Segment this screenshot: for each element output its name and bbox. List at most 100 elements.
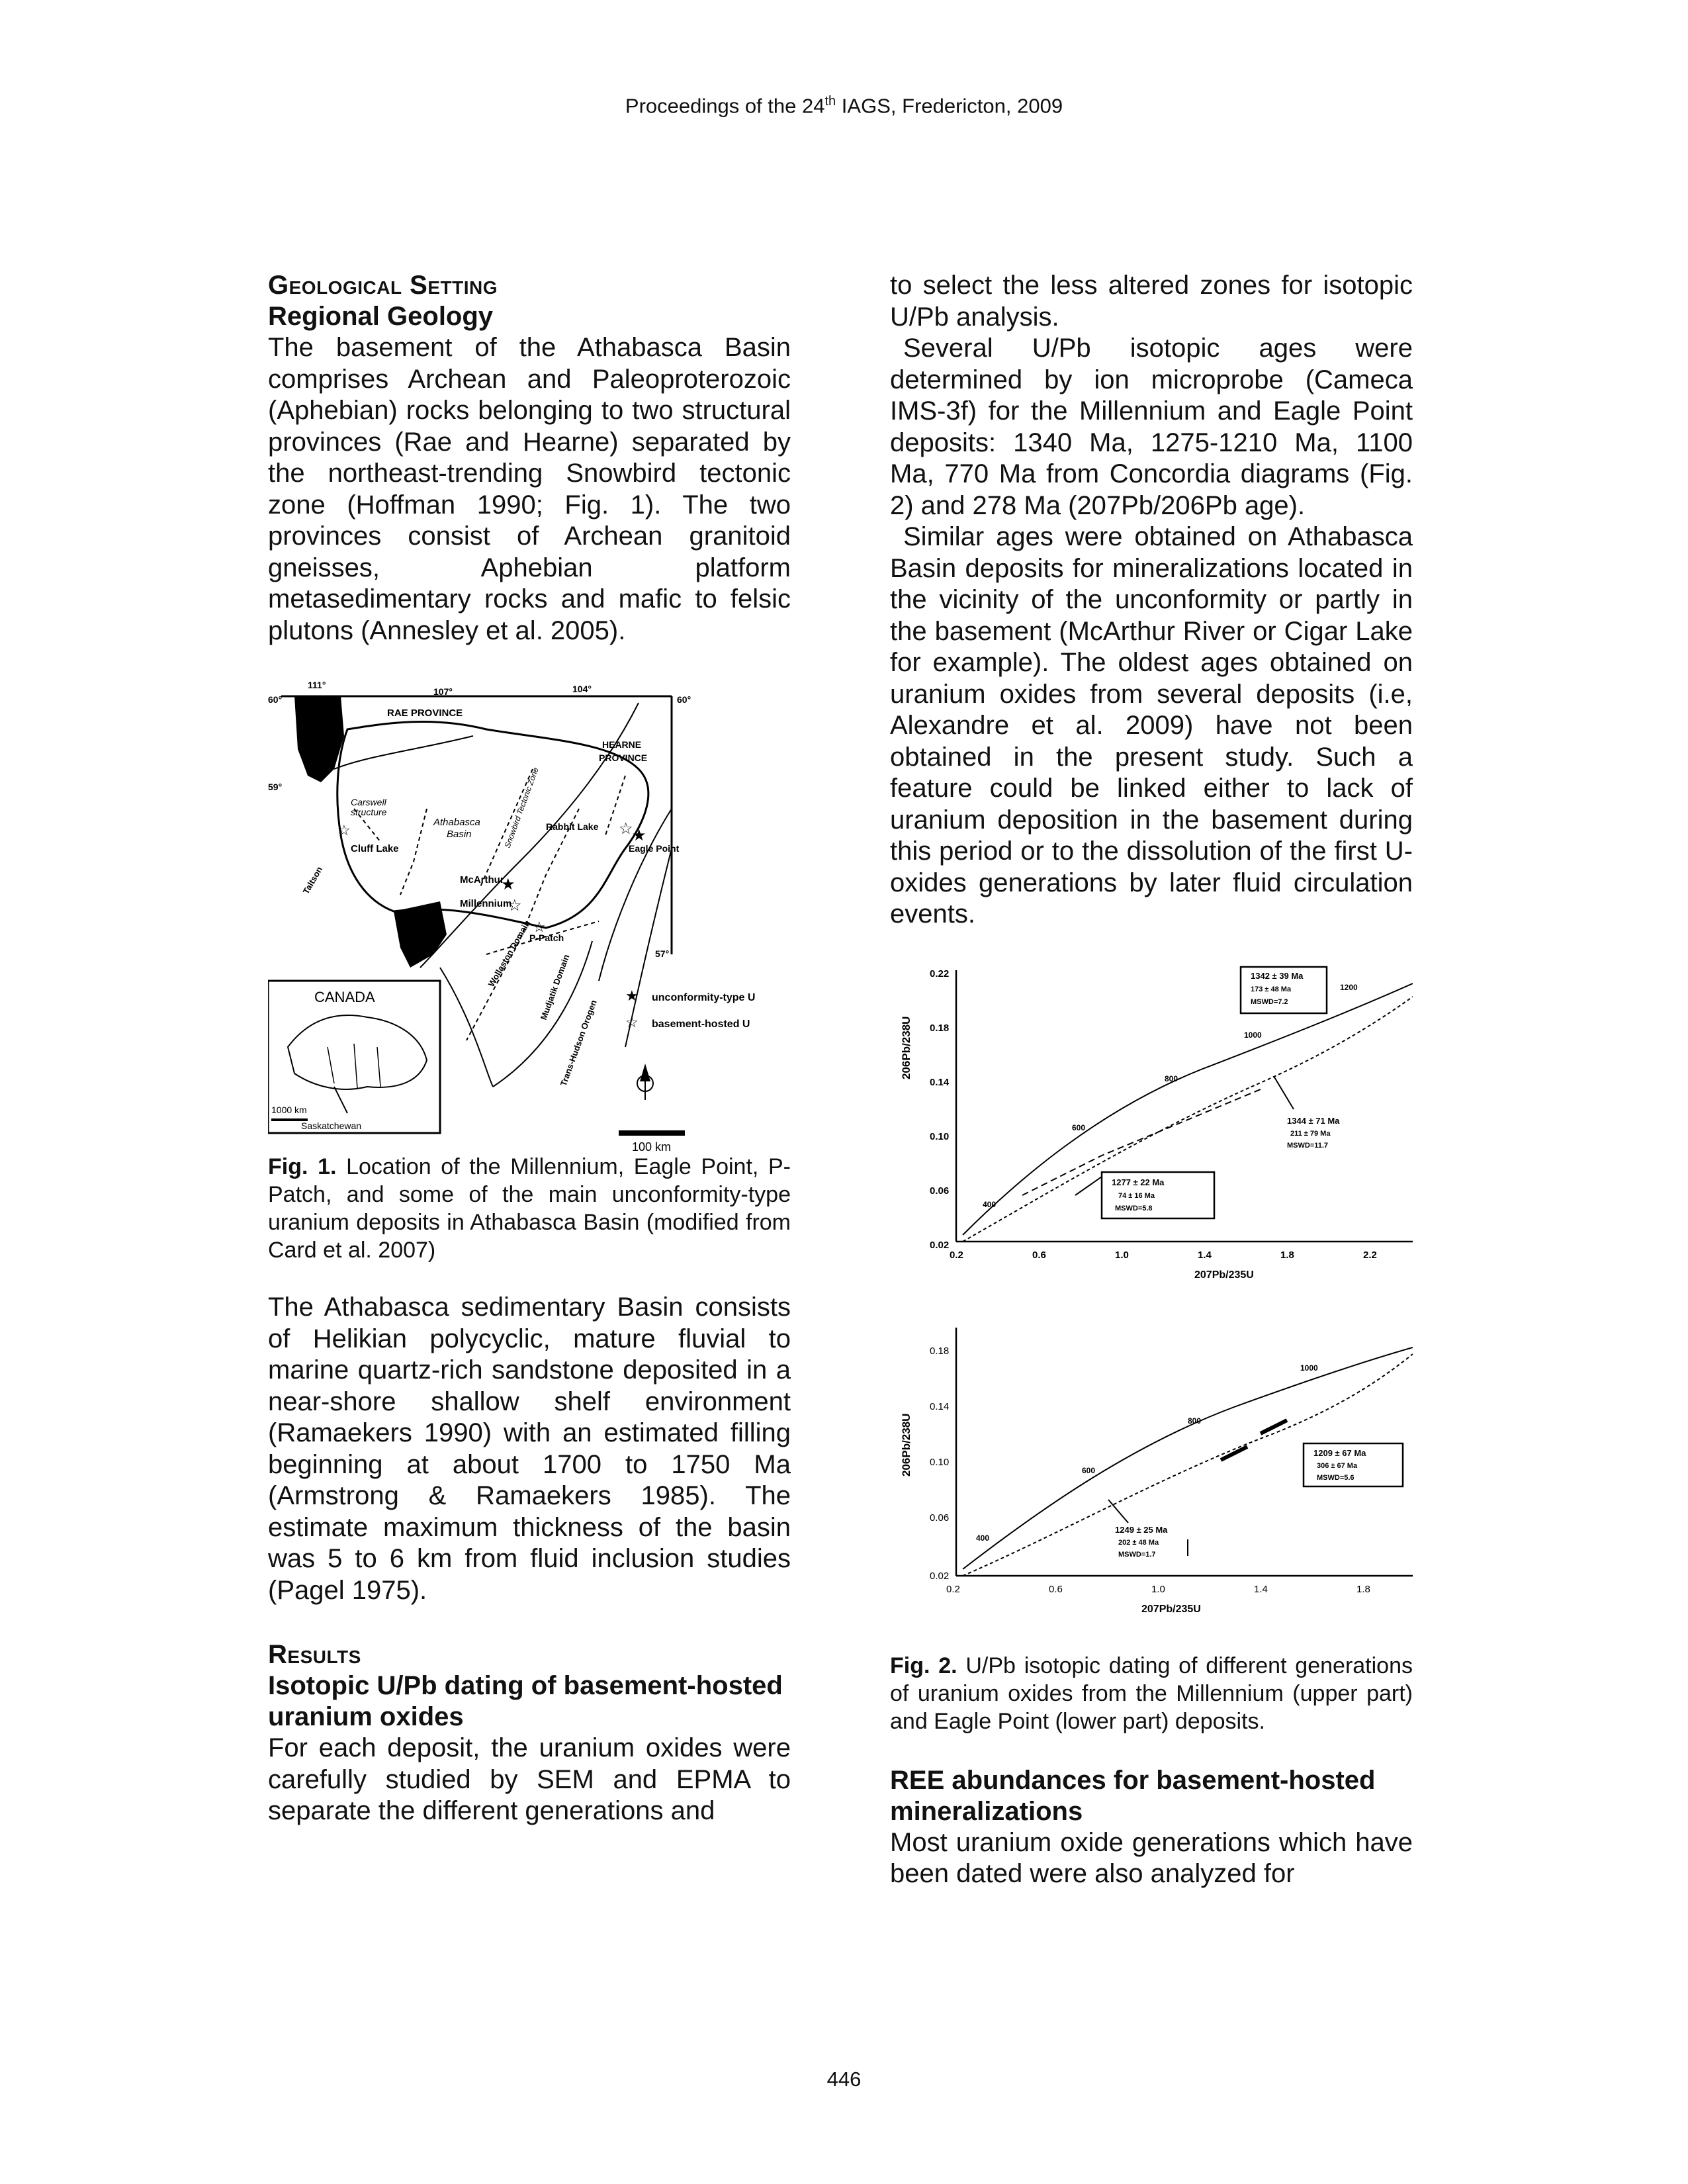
label-athabasca-1: Athabasca	[433, 817, 480, 828]
label-hearne-2: PROVINCE	[599, 752, 647, 763]
label-trans-hudson: Trans-Hudson Orogen	[558, 999, 599, 1087]
chart1-box1-lower: 173 ± 48 Ma	[1251, 985, 1292, 993]
subsection-ree-abundances: REE abundances for basement-hosted miner…	[890, 1765, 1376, 1826]
section-heading-results: Results	[268, 1640, 361, 1669]
chart2-ytick-3: 0.06	[930, 1512, 949, 1524]
chart2-xtick-0: 0.2	[946, 1584, 960, 1595]
paragraph-similar-ages: Similar ages were obtained on Athabasca …	[890, 522, 1413, 929]
chart1-xtick-2: 1.0	[1115, 1250, 1129, 1261]
chart1-xlabel: 207Pb/235U	[1194, 1269, 1254, 1281]
label-carswell-1: Carswell	[351, 797, 387, 807]
paragraph-most-uranium: Most uranium oxide generations which hav…	[890, 1827, 1413, 1889]
paragraph-less-altered: to select the less altered zones for iso…	[890, 271, 1413, 332]
chart1-ytick-4: 0.06	[930, 1185, 949, 1197]
inset-label-canada: CANADA	[314, 989, 375, 1005]
inset-label-saskatchewan: Saskatchewan	[301, 1120, 361, 1131]
inset-scale-label: 1000 km	[271, 1105, 307, 1115]
chart1-box-3	[1100, 1171, 1216, 1219]
chart2-xtick-4: 1.8	[1356, 1584, 1370, 1595]
figure-1-map: 111° 107° 104° 60° 60° 59° 57° RAE PROVI…	[267, 676, 791, 1154]
lat-label-59: 59°	[268, 782, 282, 792]
star-filled-mcarthur: ★	[501, 876, 515, 893]
chart2-box2-lower: 202 ± 48 Ma	[1118, 1539, 1159, 1547]
label-taltson: Taltson	[301, 865, 325, 896]
chart1-ytick-1: 0.18	[930, 1023, 949, 1034]
chart2-box-1	[1302, 1442, 1404, 1487]
chart1-age-600: 600	[1072, 1123, 1085, 1132]
right-column: to select the less altered zones for iso…	[890, 270, 1413, 1890]
subsection-isotopic-dating: Isotopic U/Pb dating of basement-hosted …	[268, 1671, 783, 1731]
label-millennium: Millennium	[460, 898, 511, 909]
north-arrow-icon	[637, 1064, 654, 1100]
chart2-age-400: 400	[976, 1533, 989, 1543]
lon-label-111: 111°	[308, 680, 326, 690]
chart1-ytick-3: 0.10	[930, 1131, 949, 1142]
label-carswell-2: structure	[351, 807, 387, 817]
lon-label-104: 104°	[572, 684, 592, 694]
chart1-ylabel: 206Pb/238U	[900, 1016, 912, 1079]
label-wollaston: Wollaston Domain	[486, 919, 533, 989]
canada-inset	[267, 979, 441, 1134]
figure-1-caption: Fig. 1. Location of the Millennium, Eagl…	[268, 1154, 791, 1263]
legend-star-open-icon: ☆	[625, 1014, 639, 1030]
chart1-box3-lower: 74 ± 16 Ma	[1118, 1192, 1155, 1200]
concordia-diagrams: 206Pb/238U 207Pb/235U 0.22 0.18 0.14 0.1…	[900, 966, 1413, 1615]
chart1-age-1200: 1200	[1340, 983, 1358, 992]
chart2-box2-age: 1249 ± 25 Ma	[1115, 1525, 1168, 1535]
chart1-box1-mswd: MSWD=7.2	[1251, 998, 1288, 1006]
concordia-chart-millennium: 206Pb/238U 207Pb/235U 0.22 0.18 0.14 0.1…	[900, 966, 1413, 1281]
scale-bar-label: 100 km	[632, 1140, 671, 1153]
label-rabbit-lake: Rabbit Lake	[546, 821, 599, 832]
chart1-xtick-5: 2.2	[1363, 1250, 1377, 1261]
chart1-box2-mswd: MSWD=11.7	[1287, 1142, 1328, 1150]
chart2-ytick-0: 0.18	[930, 1345, 949, 1357]
chart1-xtick-3: 1.4	[1198, 1250, 1212, 1261]
chart1-box2-age: 1344 ± 71 Ma	[1287, 1116, 1340, 1126]
star-open-carswell: ☆	[337, 822, 351, 839]
star-open-millennium: ☆	[508, 897, 522, 915]
running-header: Proceedings of the 24th IAGS, Fredericto…	[625, 94, 1063, 118]
chart2-age-800: 800	[1188, 1416, 1201, 1426]
chart1-box2-lower: 211 ± 79 Ma	[1290, 1130, 1331, 1138]
label-eagle-point: Eagle Point	[629, 843, 680, 854]
chart1-age-800: 800	[1165, 1074, 1178, 1083]
paragraph-several-ages: Several U/Pb isotopic ages were determin…	[890, 334, 1413, 520]
subsection-regional-geology: Regional Geology	[268, 302, 494, 331]
lat-label-57: 57°	[655, 948, 669, 959]
paragraph-for-each-deposit: For each deposit, the uranium oxides wer…	[268, 1733, 791, 1825]
chart1-age-400: 400	[983, 1200, 996, 1209]
chart2-box1-lower: 306 ± 67 Ma	[1317, 1462, 1358, 1470]
legend-basement-hosted: basement-hosted U	[652, 1019, 750, 1030]
paragraph-regional-geology: The basement of the Athabasca Basin comp…	[268, 333, 791, 645]
athabasca-map: 111° 107° 104° 60° 60° 59° 57° RAE PROVI…	[267, 680, 755, 1154]
chart2-xtick-3: 1.4	[1254, 1584, 1268, 1595]
label-rae-province: RAE PROVINCE	[387, 707, 463, 719]
chart2-age-1000: 1000	[1300, 1363, 1318, 1373]
label-mudjatik: Mudjatik Domain	[539, 953, 572, 1021]
concordia-chart-eagle-point: 206Pb/238U 207Pb/235U 0.18 0.14 0.10 0.0…	[900, 1327, 1413, 1615]
chart2-xtick-2: 1.0	[1151, 1584, 1165, 1595]
chart2-box1-age: 1209 ± 67 Ma	[1313, 1448, 1366, 1458]
chart1-age-1000: 1000	[1244, 1030, 1262, 1040]
chart2-box2-mswd: MSWD=1.7	[1118, 1551, 1156, 1559]
chart2-ytick-2: 0.10	[930, 1457, 949, 1468]
legend-unconformity-type: unconformity-type U	[652, 992, 755, 1003]
star-filled-eagle: ★	[632, 827, 646, 844]
chart1-ytick-2: 0.14	[930, 1077, 950, 1088]
label-cluff-lake: Cluff Lake	[351, 843, 399, 854]
chart1-box3-mswd: MSWD=5.8	[1115, 1205, 1153, 1212]
paragraph-athabasca-basin: The Athabasca sedimentary Basin consists…	[268, 1293, 791, 1605]
chart2-ytick-4: 0.02	[930, 1570, 949, 1582]
figure-2-concordia: 206Pb/238U 207Pb/235U 0.22 0.18 0.14 0.1…	[890, 957, 1413, 1652]
chart1-xtick-4: 1.8	[1280, 1250, 1294, 1261]
chart2-ylabel: 206Pb/238U	[900, 1413, 912, 1476]
label-mcarthur: McArthur	[460, 874, 504, 886]
chart2-xtick-1: 0.6	[1049, 1584, 1063, 1595]
page-number: 446	[826, 2068, 862, 2091]
chart2-ytick-1: 0.14	[930, 1401, 949, 1412]
section-heading-geological-setting: Geological Setting	[268, 271, 498, 300]
chart2-box1-mswd: MSWD=5.6	[1317, 1474, 1355, 1482]
star-open-ppatch: ☆	[533, 919, 546, 935]
chart1-box-1	[1239, 966, 1328, 1014]
chart2-xlabel: 207Pb/235U	[1141, 1604, 1201, 1615]
